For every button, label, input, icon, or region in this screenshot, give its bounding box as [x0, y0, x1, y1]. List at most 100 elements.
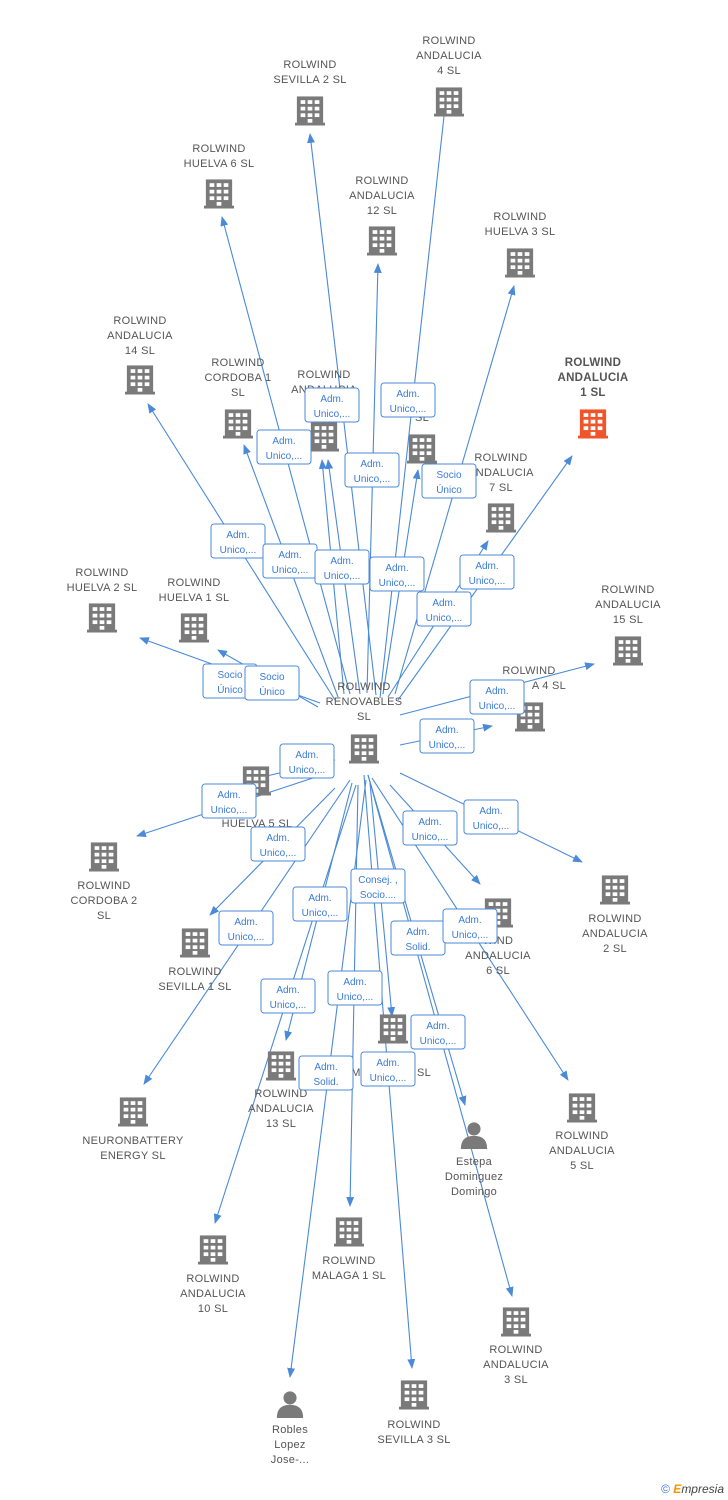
relation-label[interactable]: Adm.Unico,...	[442, 908, 498, 944]
node-label-line: ROLWIND	[254, 1088, 307, 1100]
relation-label-text: Unico,...	[272, 565, 309, 576]
node-label-line: HUELVA 6 SL	[184, 158, 255, 170]
node-label-line: ANDALUCIA	[595, 599, 661, 611]
node-label-line: HUELVA 2 SL	[67, 582, 138, 594]
relation-label-text: Adm.	[479, 806, 502, 817]
relation-label[interactable]: Adm. Unico,...	[463, 799, 519, 835]
relation-label[interactable]: Adm.Unico,...	[416, 591, 472, 627]
person-node-robles[interactable]: RoblesLopezJose-...	[271, 1391, 309, 1466]
node-label-line: Lopez	[274, 1439, 305, 1451]
relation-label[interactable]: Adm.Unico,...	[201, 783, 257, 819]
node-label-line: ROLWIND	[297, 369, 350, 381]
relation-label-text: Único	[217, 683, 243, 696]
relation-label[interactable]: Adm.Unico,...	[419, 718, 475, 754]
relation-label-box	[350, 868, 406, 904]
relation-label[interactable]: Adm.Unico,...	[262, 543, 318, 579]
building-icon	[578, 409, 608, 439]
relation-label[interactable]: Adm.Unico,...	[314, 549, 370, 585]
relation-label-text: Adm.	[360, 459, 383, 470]
node-label-line: ANDALUCIA	[180, 1288, 246, 1300]
relation-label[interactable]: Adm.Solid.	[390, 920, 446, 956]
relation-label[interactable]: Adm.Unico,...	[327, 970, 383, 1006]
relation-label-box	[402, 810, 458, 846]
relation-label[interactable]: Adm.Unico,...	[380, 382, 436, 418]
building-icon	[223, 409, 253, 439]
relation-label[interactable]: Consej. ,Socio....	[350, 868, 406, 904]
relation-label[interactable]: Adm.Unico,...	[459, 554, 515, 590]
relation-label-text: Adm.	[226, 530, 249, 541]
building-icon	[349, 734, 379, 764]
relation-label[interactable]: Adm.Unico,...	[210, 523, 266, 559]
relation-label[interactable]: Adm.Unico,...	[292, 886, 348, 922]
node-label-line: M	[351, 1067, 360, 1079]
relation-label-text: Adm.	[234, 917, 257, 928]
node-label-line: ROLWIND	[77, 880, 130, 892]
relation-label-text: Adm.	[330, 556, 353, 567]
relation-label-text: Unico,...	[302, 908, 339, 919]
relation-label[interactable]: Adm.Unico,...	[369, 556, 425, 592]
relation-label-text: Adm.	[266, 833, 289, 844]
relation-label[interactable]: Adm.Unico,...	[469, 679, 525, 715]
relation-label[interactable]: Adm.Unico,...	[260, 978, 316, 1014]
node-label-line: 13 SL	[266, 1118, 296, 1130]
relation-label-text: Unico,...	[412, 832, 449, 843]
node-label-line: ROLWIND	[588, 913, 641, 925]
relation-label[interactable]: Adm.Unico,...	[250, 826, 306, 862]
relation-label-box	[380, 382, 436, 418]
relation-label-text: Adm.	[314, 1062, 337, 1073]
node-label-line: NEURONBATTERY	[82, 1135, 184, 1147]
relation-label-text: Unico,...	[473, 821, 510, 832]
relation-label-text: Único	[259, 685, 285, 698]
relation-label[interactable]: Adm.Unico,...	[360, 1051, 416, 1087]
node-label-line: 3 SL	[504, 1374, 528, 1386]
building-icon	[204, 179, 234, 209]
node-label-line: ROLWIND	[167, 577, 220, 589]
relation-label-text: Adm.	[376, 1058, 399, 1069]
relation-label[interactable]: Adm.Solid.	[298, 1055, 354, 1091]
relation-label-box	[421, 463, 477, 499]
relation-label[interactable]: Adm.Unico,...	[410, 1014, 466, 1050]
relation-label-box	[369, 556, 425, 592]
relation-label[interactable]: Adm.Unico,...	[402, 810, 458, 846]
node-label-line: 10 SL	[198, 1303, 228, 1315]
building-icon	[613, 636, 643, 666]
relation-label[interactable]: Adm.Unico,...	[344, 452, 400, 488]
relation-label[interactable]: Adm.Unico,...	[279, 743, 335, 779]
brand-logo[interactable]: Empresia	[673, 1482, 724, 1496]
relation-label[interactable]: Adm.Unico,...	[218, 910, 274, 946]
building-icon	[567, 1093, 597, 1123]
building-icon	[125, 365, 155, 395]
relation-label[interactable]: Adm.Unico,...	[304, 387, 360, 423]
node-label-line: 7 SL	[489, 482, 513, 494]
relation-label[interactable]: Adm.Unico,...	[256, 429, 312, 465]
